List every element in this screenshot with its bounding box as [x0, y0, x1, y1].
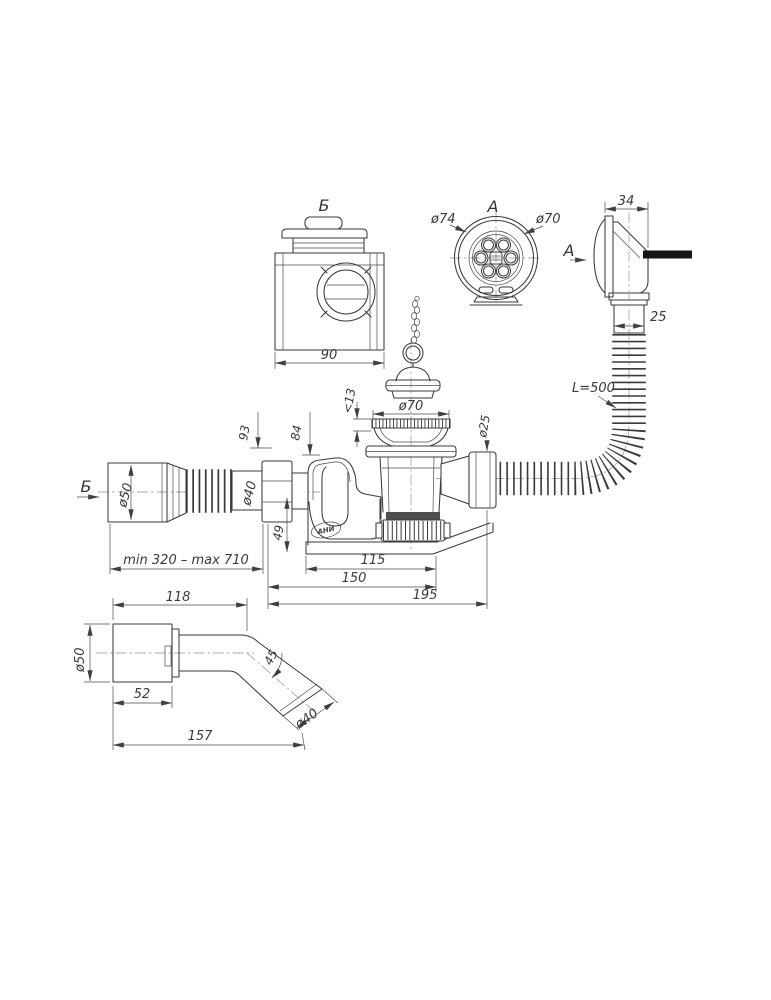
- siphon-tongue: [321, 466, 349, 527]
- section-arrow-b: Б: [81, 477, 92, 496]
- plug-knob: [304, 216, 343, 230]
- grate-holes: [473, 237, 519, 279]
- svg-text:А: А: [563, 241, 575, 260]
- dim-195: 195: [413, 588, 438, 603]
- inlet-union-nut: [261, 460, 293, 523]
- brand-logo: АНИ: [310, 521, 342, 539]
- drain-lock-nut: [380, 519, 446, 542]
- dim-115: 115: [361, 553, 386, 568]
- section-arrow-a: А: [563, 241, 587, 263]
- outlet-nut: [468, 451, 497, 509]
- dim-grate-inner: ø70: [535, 212, 561, 227]
- overflow-head: 34 25: [593, 194, 692, 334]
- dim-adapter-angle: 45: [261, 647, 281, 667]
- dim-inlet-diameter: ø50: [115, 481, 136, 510]
- dim-flange-lip: <13: [340, 387, 358, 414]
- cap-neck: [292, 237, 365, 254]
- grate-foot: [473, 296, 519, 303]
- dim-telescopic-range: min 320 – max 710: [123, 553, 249, 568]
- pipe-taper: [166, 462, 187, 523]
- opening-tabs: [320, 266, 372, 318]
- inlet-tube-40: [231, 470, 263, 511]
- angle-adapter: 118 ø50 52 45 ø40 157: [73, 590, 339, 751]
- adapter-tube-bottom: [178, 670, 284, 717]
- view-b-label: Б: [319, 196, 330, 215]
- drain-assembly: [365, 418, 457, 542]
- cap-flange: [281, 228, 368, 239]
- dim-hose-length: L=500: [572, 381, 615, 396]
- siphon-body: АНИ: [305, 457, 494, 555]
- plug-and-chain: [385, 295, 441, 399]
- dim-height-84: 84: [288, 424, 304, 441]
- overflow-hose: [496, 333, 646, 496]
- plug-dome: [395, 366, 431, 382]
- outlet-joint: [440, 455, 470, 505]
- view-a-grate: А ø74 ø70: [430, 197, 561, 306]
- side-opening-inner: [323, 269, 369, 315]
- dim-height-93: 93: [236, 424, 252, 441]
- view-b-overflow-box: Б 90: [274, 196, 385, 369]
- view-a-label: А: [487, 197, 499, 216]
- dim-adapter-socket: 52: [134, 687, 151, 702]
- dim-tube-diameter: ø40: [239, 479, 260, 508]
- dim-adapter-outlet: ø40: [292, 706, 321, 733]
- plug-chain: [411, 295, 420, 344]
- inlet-pipe: [107, 462, 168, 523]
- dim-adapter-top: 118: [166, 590, 191, 605]
- dim-drain-flange: ø70: [398, 399, 424, 414]
- adapter-tube-top: [178, 634, 323, 690]
- dim-overflow-width: 34: [618, 194, 635, 209]
- svg-text:АНИ: АНИ: [316, 525, 336, 537]
- dim-150: 150: [342, 571, 367, 586]
- dim-adapter-length: 157: [188, 729, 214, 744]
- grate-center-cap: [489, 251, 503, 265]
- dim-overflow-hose: ø25: [475, 414, 493, 440]
- drain-gasket: [386, 512, 440, 520]
- side-opening-outer: [316, 262, 376, 322]
- dim-adapter-diameter: ø50: [73, 648, 88, 674]
- dim-overflow-pipe: 25: [650, 310, 667, 325]
- box-body: [274, 252, 385, 351]
- dim-box-width: 90: [321, 348, 338, 363]
- overflow-face-plate: [604, 215, 614, 298]
- main-assembly: Б ø50 ø40: [77, 295, 497, 609]
- section-cut-bar: [643, 250, 692, 259]
- overflow-body: [612, 221, 649, 294]
- dim-grate-outer: ø74: [430, 212, 456, 227]
- dim-height-49: 49: [270, 524, 286, 541]
